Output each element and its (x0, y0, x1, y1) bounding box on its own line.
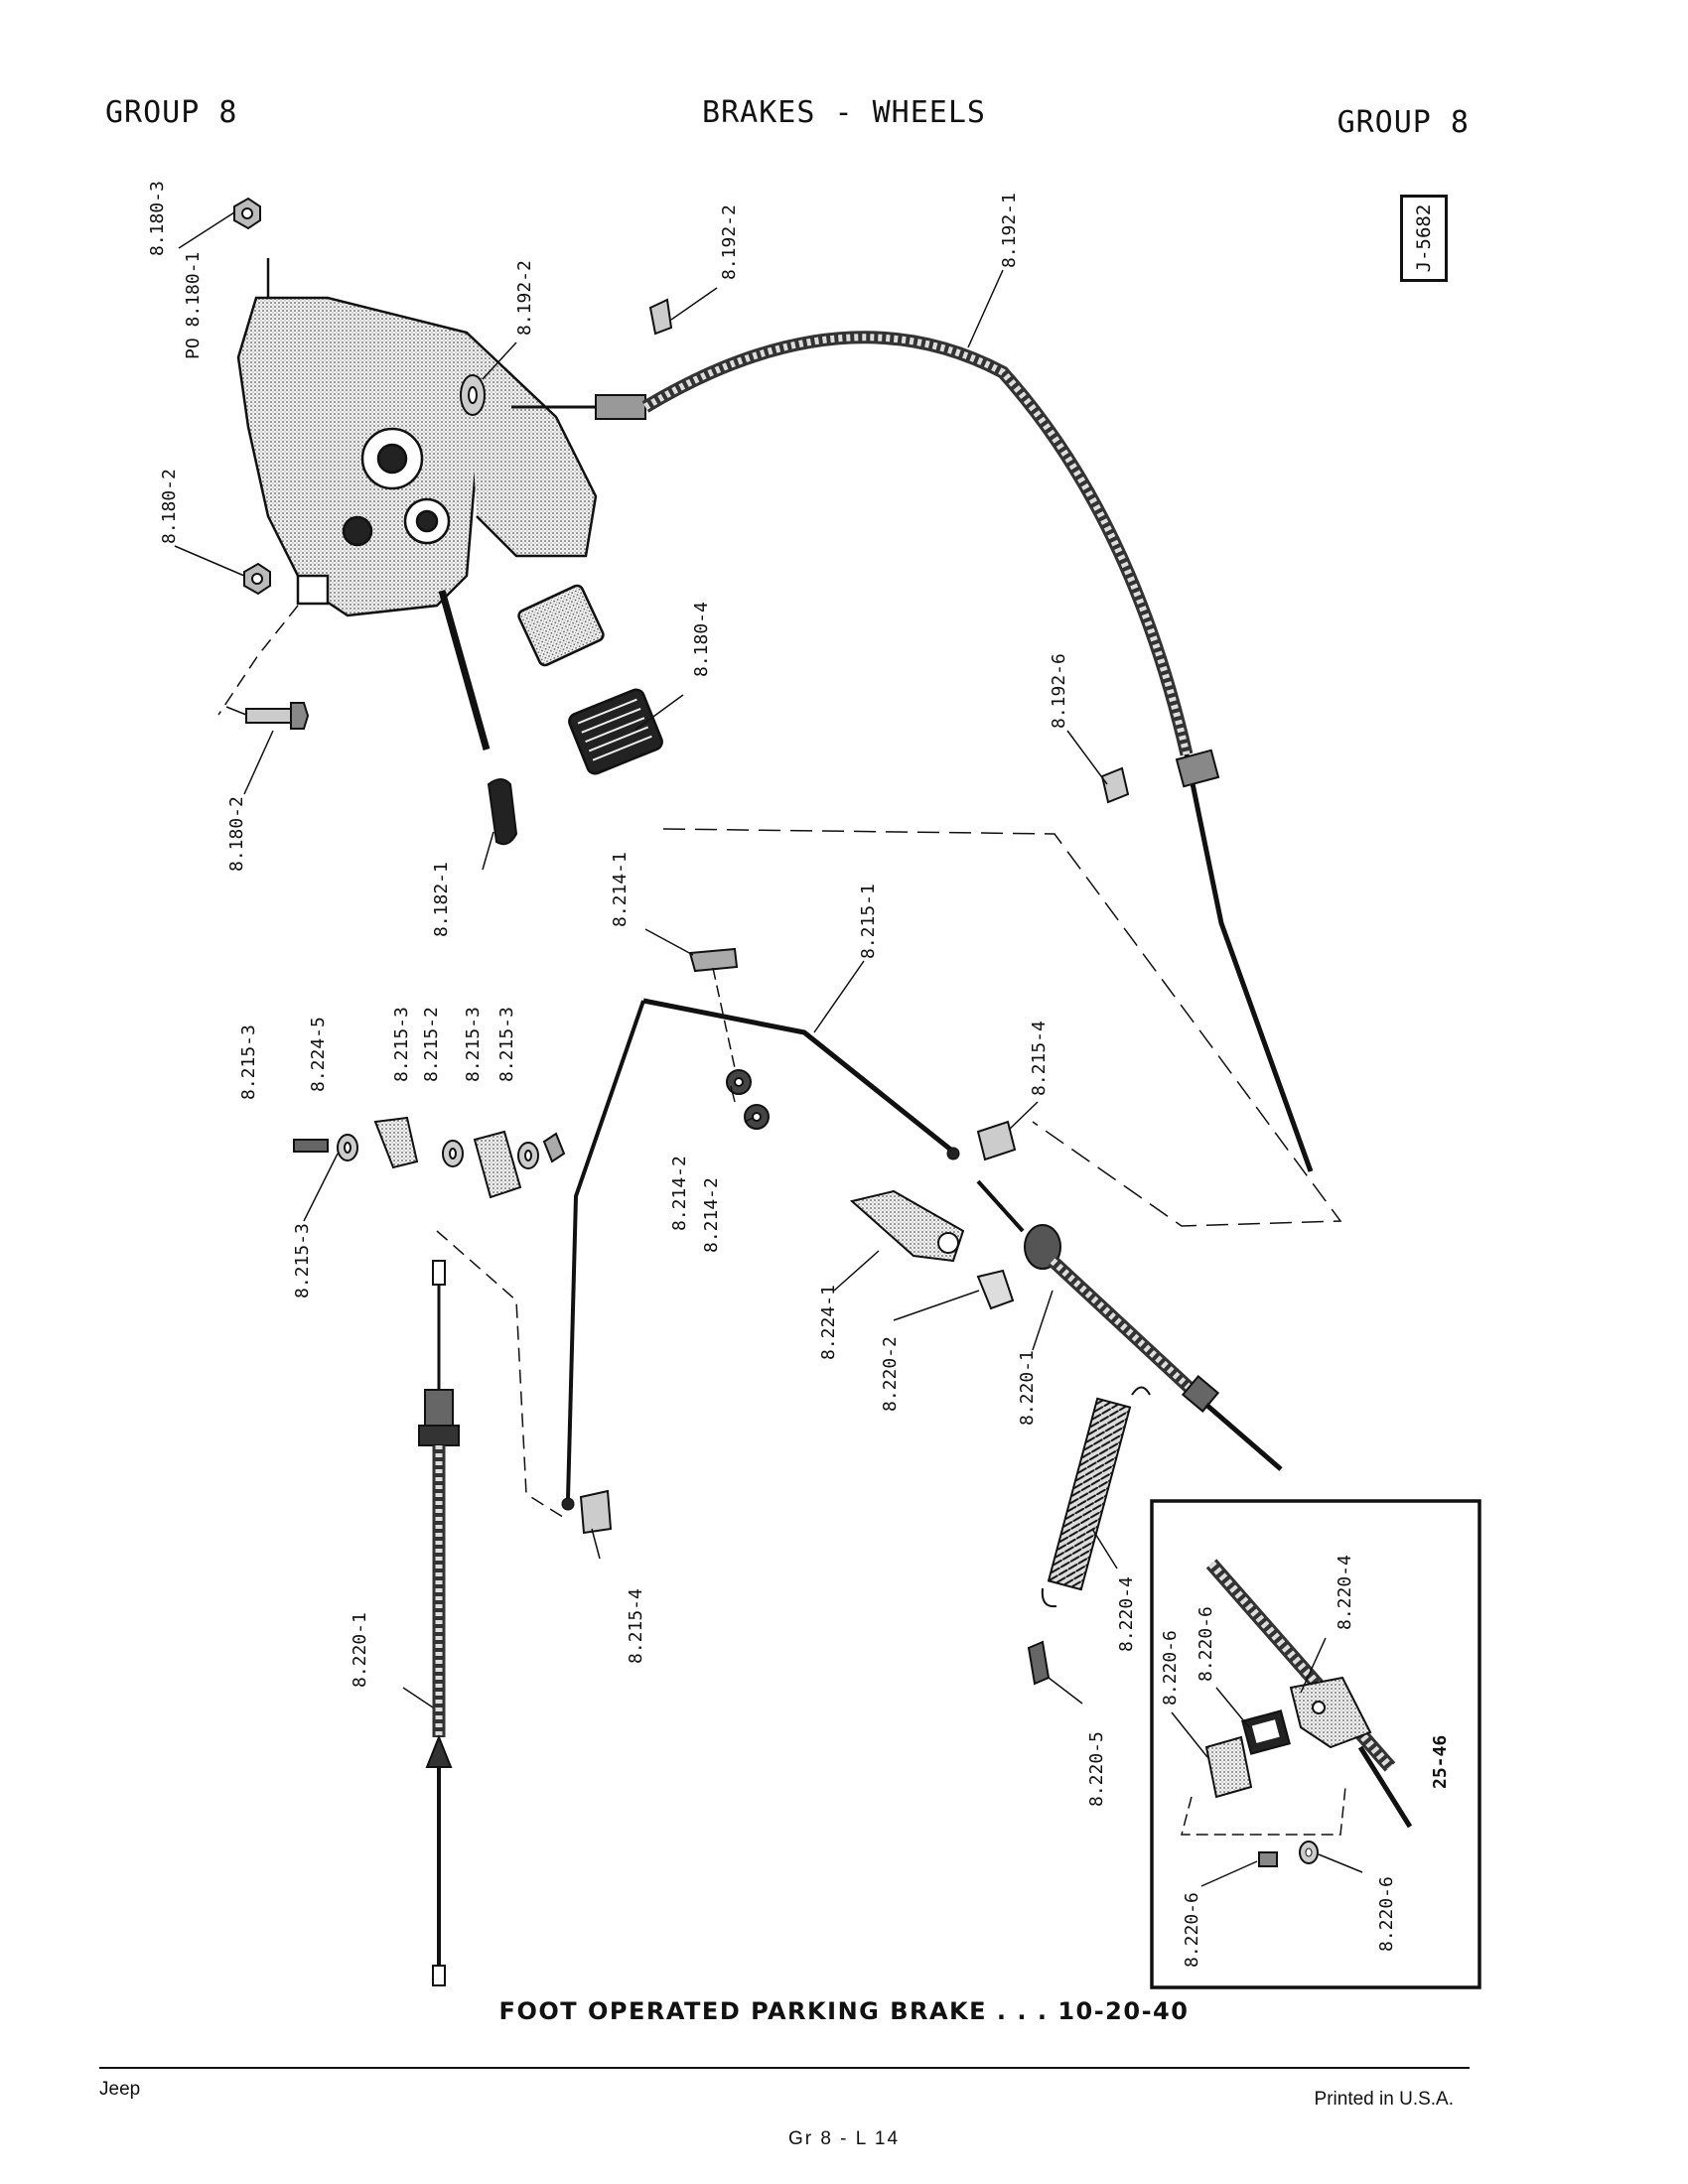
small-parts-group (293, 1116, 566, 1199)
label-8-214-2a: 8.214-2 (669, 1156, 690, 1231)
front-cable-8-192-1 (511, 331, 1314, 1172)
bracket-8-214-1 (688, 947, 739, 973)
label-8-220-4a: 8.220-4 (1116, 1576, 1137, 1652)
label-8-220-1a: 8.220-1 (1017, 1350, 1038, 1426)
label-inset-code: 25-46 (1430, 1735, 1451, 1789)
label-8-192-1: 8.192-1 (999, 193, 1020, 268)
pedal-bracket-assembly (236, 258, 605, 751)
footer-rule (99, 2067, 1470, 2069)
clevis-8-220-2 (976, 1269, 1015, 1310)
label-8-182-1: 8.182-1 (431, 862, 452, 937)
label-8-180-4: 8.180-4 (691, 602, 712, 677)
label-8-220-6b: 8.220-6 (1196, 1606, 1216, 1682)
label-8-215-3a: 8.215-3 (238, 1024, 259, 1100)
label-8-214-1: 8.214-1 (610, 852, 631, 927)
label-8-214-2b: 8.214-2 (701, 1177, 722, 1253)
rear-cable-8-220-1-right (976, 1179, 1283, 1471)
figure-caption: FOOT OPERATED PARKING BRAKE . . . 10-20-… (498, 1997, 1190, 2025)
leader-lines (174, 211, 1363, 1887)
clip-8-215-4b (579, 1489, 613, 1535)
nut-8-214-2a (726, 1069, 752, 1095)
pedal-pad-8-180-4 (568, 688, 663, 775)
label-8-192-2a: 8.192-2 (514, 260, 535, 336)
nut-8-180-3 (233, 197, 261, 230)
label-8-215-3e: 8.215-3 (292, 1223, 313, 1298)
label-8-180-2b: 8.180-2 (226, 796, 247, 872)
label-8-220-5: 8.220-5 (1086, 1731, 1107, 1807)
clip-8-220-5 (1027, 1640, 1051, 1686)
footer-printed: Printed in U.S.A. (1314, 2089, 1454, 2110)
footer-brand: Jeep (99, 2079, 141, 2100)
label-8-215-3c: 8.215-3 (463, 1007, 484, 1082)
header-title: BRAKES - WHEELS (702, 95, 986, 130)
label-8-220-6c: 8.220-6 (1182, 1892, 1202, 1968)
label-8-215-2: 8.215-2 (421, 1007, 442, 1082)
bolt-8-180-2 (245, 702, 310, 730)
plate-id-box: J-5682 (1400, 195, 1448, 282)
clip-8-192-6 (1100, 766, 1130, 804)
release-handle-8-182-1 (487, 778, 518, 846)
label-8-224-1: 8.224-1 (818, 1285, 839, 1360)
clip-8-192-2 (648, 298, 673, 336)
label-8-180-3: 8.180-3 (147, 181, 168, 256)
label-8-220-6a: 8.220-6 (1160, 1630, 1181, 1706)
nut-8-180-2 (243, 562, 271, 596)
part-labels: 8.180-3 PO 8.180-1 8.180-2 8.180-2 8.180… (147, 181, 1451, 1968)
rear-cable-8-220-1-left (418, 1260, 460, 1986)
label-8-220-4b: 8.220-4 (1335, 1555, 1355, 1630)
label-8-192-2b: 8.192-2 (719, 205, 740, 280)
label-8-192-6: 8.192-6 (1049, 653, 1069, 729)
header-group-left: GROUP 8 (105, 95, 238, 130)
label-8-215-1: 8.215-1 (858, 884, 879, 959)
label-po-8-180-1: PO 8.180-1 (183, 252, 204, 359)
label-8-220-1b: 8.220-1 (350, 1612, 370, 1688)
lever-8-224-1 (849, 1189, 965, 1263)
washer-8-192-2 (460, 374, 486, 416)
footer-page-ref: Gr 8 - L 14 (787, 2128, 901, 2149)
label-8-220-6d: 8.220-6 (1376, 1876, 1397, 1952)
label-8-180-2a: 8.180-2 (159, 469, 180, 544)
label-8-215-4b: 8.215-4 (626, 1588, 646, 1664)
equalizer-rod-8-215-1 (561, 998, 960, 1511)
detail-inset (1150, 1499, 1481, 1989)
label-8-224-5: 8.224-5 (308, 1017, 329, 1092)
nut-8-214-2b (744, 1104, 770, 1130)
label-8-215-3d: 8.215-3 (496, 1007, 517, 1082)
spring-8-220-4 (1041, 1386, 1151, 1608)
label-8-215-3b: 8.215-3 (391, 1007, 412, 1082)
label-8-215-4a: 8.215-4 (1029, 1021, 1050, 1096)
label-8-220-2: 8.220-2 (880, 1336, 901, 1412)
header-group-right: GROUP 8 (1336, 105, 1470, 140)
clip-8-215-4a (976, 1120, 1017, 1161)
